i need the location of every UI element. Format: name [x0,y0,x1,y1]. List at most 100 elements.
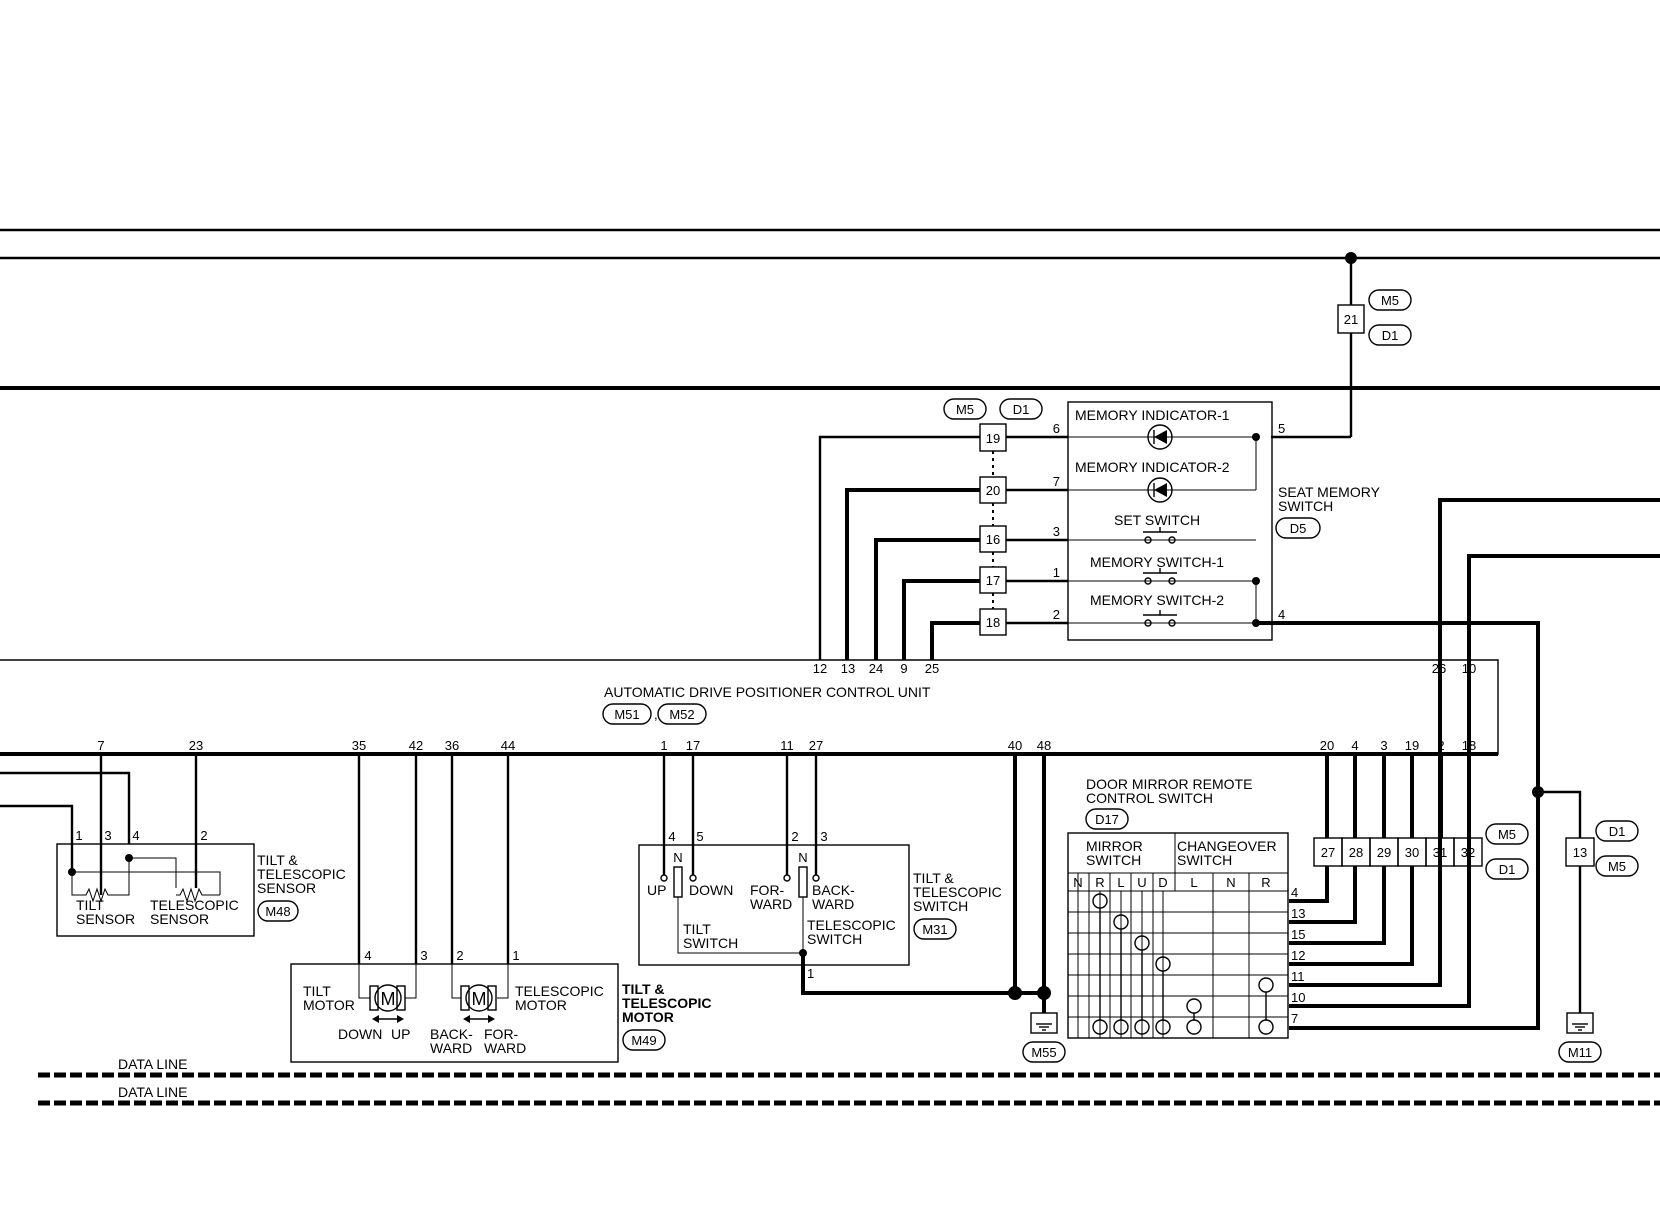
junction-row: 27 28 29 30 31 32 [1289,660,1483,1008]
svg-text:27: 27 [1321,845,1335,860]
svg-text:R: R [1095,875,1104,890]
svg-text:M5: M5 [956,402,974,417]
svg-text:7: 7 [97,738,104,753]
svg-text:WARD: WARD [484,1040,526,1056]
switch-contacts [1092,893,1274,1035]
svg-text:12: 12 [1291,948,1305,963]
seat-memory-wires [818,435,1582,1030]
svg-text:23: 23 [189,738,203,753]
svg-text:CONTROL SWITCH: CONTROL SWITCH [1086,790,1213,806]
svg-text:TELESCOPIC: TELESCOPIC [807,917,896,933]
svg-text:17: 17 [986,573,1000,588]
svg-text:19: 19 [1405,738,1419,753]
door-mirror-switch: DOOR MIRROR REMOTE CONTROL SWITCH D17 MI… [1067,776,1305,1039]
svg-text:4: 4 [1351,738,1358,753]
svg-text:DOWN: DOWN [689,882,733,898]
svg-text:D5: D5 [1290,521,1307,536]
svg-text:28: 28 [1349,845,1363,860]
led-icon [1147,424,1173,450]
svg-text:21: 21 [1344,312,1358,327]
svg-text:3: 3 [420,948,427,963]
svg-text:SWITCH: SWITCH [807,931,862,947]
svg-text:N: N [673,850,682,865]
svg-text:M11: M11 [1568,1045,1592,1060]
svg-text:SWITCH: SWITCH [1177,852,1232,868]
connector-tag-d5: D5 [1275,517,1321,539]
svg-text:MEMORY INDICATOR-2: MEMORY INDICATOR-2 [1075,459,1230,475]
svg-text:SENSOR: SENSOR [150,911,209,927]
svg-text:16: 16 [986,532,1000,547]
svg-text:D1: D1 [1382,328,1399,343]
svg-text:TILT &: TILT & [913,870,954,886]
svg-text:48: 48 [1037,738,1051,753]
potentiometer-icon [176,887,220,903]
svg-text:2: 2 [456,948,463,963]
svg-text:7: 7 [1053,474,1060,489]
svg-text:5: 5 [1278,421,1285,436]
svg-text:TELESCOPIC: TELESCOPIC [257,866,346,882]
svg-text:2: 2 [1053,607,1060,622]
svg-text:CHANGEOVER: CHANGEOVER [1177,838,1277,854]
svg-text:3: 3 [104,828,111,843]
svg-text:U: U [1137,875,1146,890]
svg-text:18: 18 [986,615,1000,630]
svg-text:SWITCH: SWITCH [913,898,968,914]
svg-text:2: 2 [200,828,207,843]
double-arrow-icon [372,1015,404,1023]
seat-memory-switch: MEMORY INDICATOR-1 MEMORY INDICATOR-2 SE… [1053,401,1381,641]
svg-text:13: 13 [841,661,855,676]
tilt-telescopic-sensor: 1 3 4 2 TILT SENSOR TELESCOPIC SENSOR TI… [0,754,346,937]
connector-tag-d1-top: D1 [1368,324,1412,346]
svg-text:29: 29 [1377,845,1391,860]
svg-text:11: 11 [780,738,794,753]
svg-text:42: 42 [409,738,423,753]
svg-text:WARD: WARD [430,1040,472,1056]
potentiometer-icon [71,858,130,903]
svg-text:36: 36 [445,738,459,753]
push-switch-icon [1143,568,1177,585]
push-switch-icon [1143,527,1177,544]
junction-column: 19 20 16 17 18 [979,423,1007,636]
svg-text:TELESCOPIC: TELESCOPIC [150,897,239,913]
svg-text:UP: UP [647,882,666,898]
svg-text:15: 15 [1291,927,1305,942]
svg-text:D1: D1 [1013,402,1030,417]
svg-text:MEMORY SWITCH-1: MEMORY SWITCH-1 [1090,554,1224,570]
svg-text:3: 3 [1053,524,1060,539]
svg-text:DATA LINE: DATA LINE [118,1056,188,1072]
svg-text:35: 35 [352,738,366,753]
data-lines: DATA LINE DATA LINE [38,1056,1660,1106]
svg-text:TILT: TILT [303,983,331,999]
svg-text:D1: D1 [1499,862,1516,877]
svg-text:SEAT MEMORY: SEAT MEMORY [1278,484,1381,500]
svg-text:L: L [1190,875,1197,890]
control-unit: AUTOMATIC DRIVE POSITIONER CONTROL UNIT … [0,659,1499,756]
svg-text:6: 6 [1053,421,1060,436]
svg-text:17: 17 [686,738,700,753]
svg-text:27: 27 [809,738,823,753]
svg-text:M31: M31 [922,922,947,937]
svg-text:44: 44 [501,738,515,753]
toggle-switch-icon [673,866,683,898]
tilt-telescopic-motor: 4 3 2 1 M M TILT MOTOR TELESCOPIC [290,754,711,1063]
svg-text:L: L [1117,875,1124,890]
svg-text:FOR-: FOR- [750,882,785,898]
connector-tag-d1-right: D1 [1485,858,1529,880]
svg-text:20: 20 [1320,738,1334,753]
svg-text:19: 19 [986,431,1000,446]
svg-text:BACK-: BACK- [812,882,855,898]
svg-text:FOR-: FOR- [484,1026,519,1042]
svg-text:4: 4 [668,829,675,844]
svg-text:30: 30 [1405,845,1419,860]
svg-text:MOTOR: MOTOR [515,997,567,1013]
connector-tag-m5-left: M5 [943,398,987,420]
svg-text:M55: M55 [1031,1045,1056,1060]
svg-text:M52: M52 [669,707,694,722]
svg-text:UP: UP [391,1026,410,1042]
svg-text:DATA LINE: DATA LINE [118,1084,188,1100]
svg-text:TILT: TILT [683,921,711,937]
svg-text:3: 3 [820,829,827,844]
svg-text:1: 1 [807,966,814,981]
svg-text:SET SWITCH: SET SWITCH [1114,512,1200,528]
